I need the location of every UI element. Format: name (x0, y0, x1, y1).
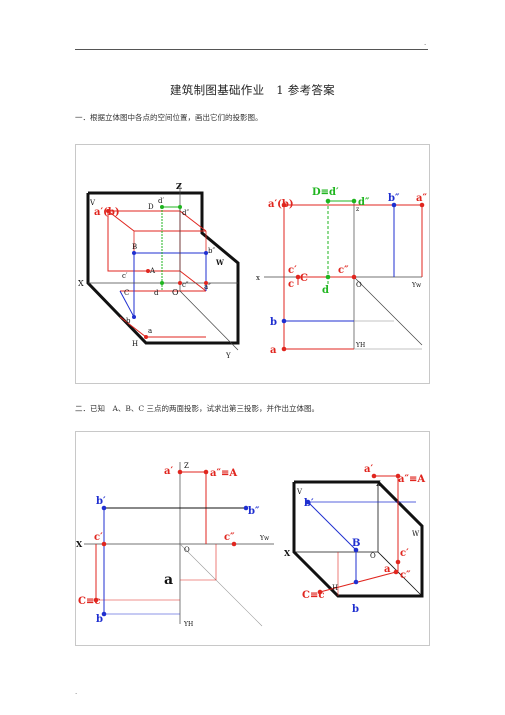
fig1-left-label-c-prime: c′ (122, 272, 128, 280)
fig1-right-label-a-ab: a′(b) (268, 199, 294, 210)
fig1-right-label-a: a (270, 345, 277, 356)
fig2-right-axis-x: X (284, 548, 291, 558)
fig2-left-label-a: a (164, 572, 173, 588)
fig1-right-axis-o: O (356, 281, 362, 289)
fig1-left-axis-w: W (215, 258, 224, 267)
figure-1-panel: Z V X Y W H O a′(b) D d′ d″ B b″ A c′ C … (75, 144, 430, 384)
figure-1-left-axonometric: Z V X Y W H O a′(b) D d′ d″ B b″ A c′ C … (78, 181, 240, 360)
fig1-left-axis-h: H (132, 340, 138, 348)
fig1-left-axis-y: Y (225, 352, 231, 360)
fig1-right-axis-yw: Yw (411, 282, 422, 289)
fig2-right-axis-o: O (370, 552, 376, 560)
fig1-left-axis-x: X (78, 279, 84, 288)
fig2-left-label-c-eq: C≡c (78, 596, 100, 607)
fig1-left-label-d-prime: d′ (158, 197, 164, 205)
fig1-left-label-a-ab: a′(b) (94, 207, 120, 218)
fig1-right-label-a-dprime: a″ (416, 193, 427, 204)
fig2-right-axis-v: V (296, 488, 303, 496)
fig1-left-label-a: a (148, 327, 152, 335)
question-1: 一．根据立体图中各点的空间位置，画出它们的投影图。 (75, 113, 263, 122)
fig2-left-axis-z: Z (184, 462, 189, 470)
fig1-left-label-b-dprime: b″ (208, 247, 215, 255)
fig2-right-label-c-dprime: c″ (400, 570, 411, 581)
fig1-left-label-a-dprime: a″ (204, 283, 211, 291)
fig1-right-label-D-eq: D≡d′ (312, 187, 339, 198)
fig2-right-label-a-prime: a′ (364, 464, 373, 475)
fig2-right-axis-w: W (412, 530, 420, 538)
fig2-right-axis-z: Z (376, 480, 381, 488)
fig1-left-label-A: A (149, 267, 156, 275)
fig2-right-label-b-prime: b′ (304, 498, 314, 509)
fig1-right-label-d: d (322, 285, 329, 296)
fig2-right-label-a-dprime-eq: a″≡A (398, 474, 425, 485)
fig1-right-label-b: b (270, 317, 277, 328)
fig1-right-label-C: C (300, 273, 308, 284)
question-2: 二．已知 A、B、C 三点的两面投影，试求出第三投影，并作出立体图。 (75, 404, 320, 413)
fig2-left-label-a-dprime-eq: a″≡A (210, 468, 237, 479)
fig1-right-label-d-dprime: d″ (358, 197, 370, 208)
fig1-left-axis-z: Z (176, 181, 182, 191)
fig1-left-axis-v: V (89, 199, 96, 207)
fig1-left-axis-o: O (172, 288, 179, 297)
figure-2-panel: Z a′ a″≡A b′ b″ X c′ c″ Yw O a C≡c b YH (75, 431, 430, 646)
fig1-left-label-D: D (148, 203, 154, 211)
fig2-left-label-c-prime: c′ (94, 532, 103, 543)
header-rule (75, 49, 428, 50)
figure-1-drawing: Z V X Y W H O a′(b) D d′ d″ B b″ A c′ C … (78, 181, 427, 360)
fig2-left-axis-yw: Yw (259, 535, 270, 542)
figure-1-right-orthographic: a′(b) D≡d′ d″ b″ a″ z x c′ C c d c″ O Yw… (256, 187, 427, 356)
fig1-right-label-b-dprime: b″ (388, 193, 400, 204)
fig2-left-label-b-prime: b′ (96, 496, 106, 507)
fig2-right-label-a: a (384, 564, 391, 575)
figure-2-right-axonometric: a′ a″≡A Z V b′ W X B O c′ a c″ H C≡c b (284, 464, 425, 615)
fig2-left-label-b-dprime: b″ (248, 506, 260, 517)
fig1-left-label-B: B (132, 243, 137, 251)
fig1-left-label-d-dprime: d″ (182, 209, 189, 217)
fig2-left-axis-yh: YH (183, 621, 193, 628)
fig2-left-axis-o: O (184, 546, 190, 554)
fig2-right-label-c-eq: C≡c (302, 590, 324, 601)
footer-mark: . (75, 688, 78, 696)
page-title: 建筑制图基础作业 1 参考答案 (170, 83, 335, 97)
fig1-right-label-c-prime: c′ (288, 265, 297, 276)
fig1-left-label-c-dprime: c″ (182, 281, 189, 289)
fig1-left-label-C: C (124, 289, 129, 297)
fig1-right-label-c-dprime: c″ (338, 265, 349, 276)
fig1-left-label-d: d (154, 289, 159, 297)
figure-2-drawing: Z a′ a″≡A b′ b″ X c′ c″ Yw O a C≡c b YH (76, 462, 425, 628)
fig2-left-label-b: b (96, 614, 103, 625)
fig2-right-label-c-prime: c′ (400, 548, 409, 559)
fig2-right-axis-h: H (332, 584, 338, 592)
fig1-right-axis-z: z (356, 206, 359, 213)
fig2-right-label-b: b (352, 604, 359, 615)
fig2-left-label-a-prime: a′ (164, 466, 173, 477)
fig1-right-axis-x: x (256, 274, 260, 282)
fig2-left-axis-x: X (76, 539, 83, 549)
header-mark: . (424, 39, 427, 47)
figure-2-left-orthographic: Z a′ a″≡A b′ b″ X c′ c″ Yw O a C≡c b YH (76, 462, 274, 628)
fig1-right-label-c: c (288, 279, 294, 290)
fig1-left-label-b: b (126, 317, 131, 325)
fig2-left-label-c-dprime: c″ (224, 532, 235, 543)
fig2-right-label-B: B (352, 538, 360, 549)
fig1-right-axis-yh: YH (355, 342, 365, 349)
